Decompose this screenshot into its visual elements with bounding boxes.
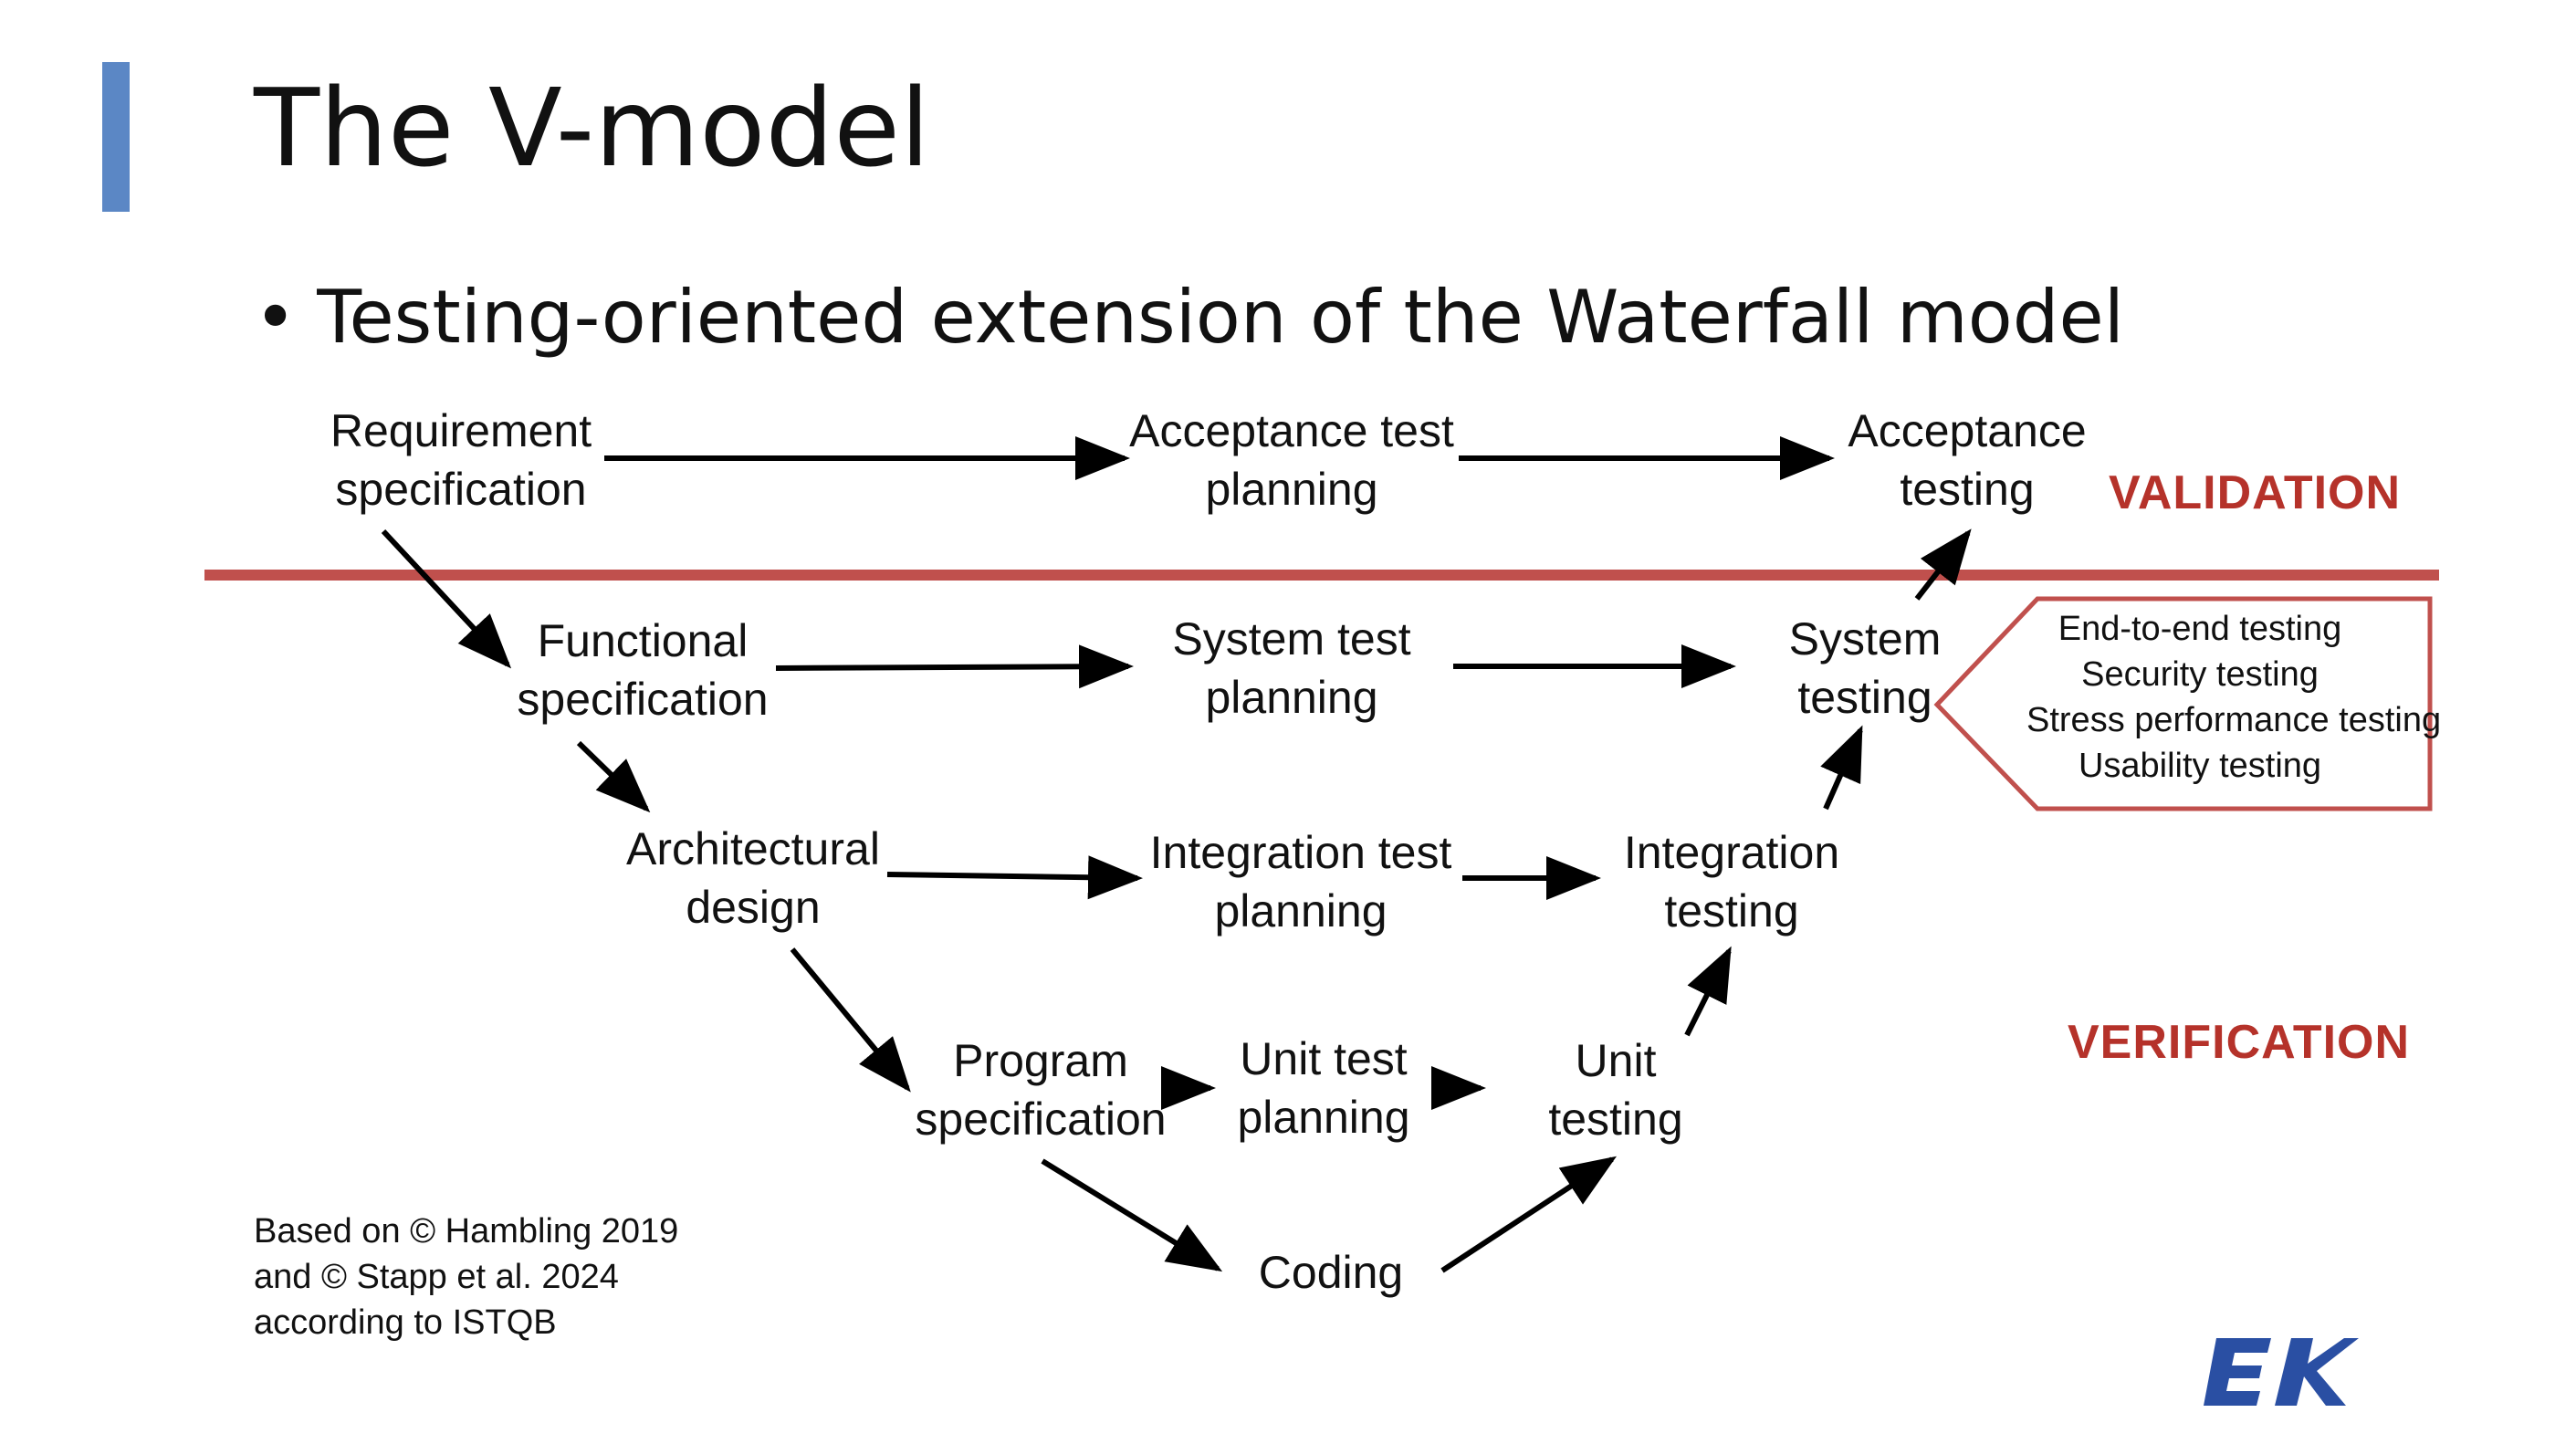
slide-title: The V-model — [254, 65, 930, 191]
arrow-architectural-to-integration-planning — [886, 855, 1143, 900]
node-system-test-planning: System test planning — [1172, 610, 1410, 727]
arrow-coding-to-unit-testing — [1440, 1156, 1618, 1273]
node-line: planning — [1205, 464, 1378, 515]
arrow-functional-to-system-planning — [775, 644, 1134, 689]
node-unit-testing: Unit testing — [1548, 1031, 1682, 1148]
node-line: Unit — [1575, 1035, 1657, 1086]
node-line: Functional — [537, 615, 749, 666]
node-line: Acceptance — [1848, 405, 2087, 456]
node-line: planning — [1237, 1092, 1410, 1143]
node-line: specification — [335, 464, 587, 515]
node-integration-testing: Integration testing — [1624, 823, 1839, 940]
bullet-marker: • — [254, 275, 298, 360]
node-line: Program — [953, 1035, 1128, 1086]
node-requirement-specification: Requirement specification — [330, 402, 592, 518]
node-line: Integration test — [1149, 827, 1452, 878]
title-accent-bar — [102, 62, 130, 212]
node-line: testing — [1664, 885, 1799, 937]
source-line: Based on © Hambling 2019 — [254, 1212, 679, 1250]
ek-logo — [2204, 1338, 2359, 1406]
system-testing-callout-box — [1933, 596, 2433, 811]
testing-type-item: End-to-end testing — [2058, 610, 2342, 648]
node-acceptance-testing: Acceptance testing — [1848, 402, 2086, 518]
arrow-unit-testing-to-integration-testing — [1684, 946, 1732, 1037]
node-line: planning — [1214, 885, 1387, 937]
node-line: Unit test — [1240, 1033, 1408, 1084]
testing-type-item: Usability testing — [2078, 747, 2322, 785]
node-line: Requirement — [330, 405, 592, 456]
testing-type-item: Security testing — [2081, 655, 2319, 694]
node-acceptance-test-planning: Acceptance test planning — [1129, 402, 1454, 518]
node-line: design — [686, 882, 821, 933]
arrow-integration-testing-to-system-testing — [1820, 725, 1863, 811]
node-functional-specification: Functional specification — [517, 612, 768, 728]
node-unit-test-planning: Unit test planning — [1237, 1030, 1409, 1146]
arrow-requirement-to-functional — [381, 528, 512, 669]
arrow-functional-to-architectural — [576, 740, 651, 813]
testing-type-item: Stress performance testing — [2026, 701, 2442, 739]
node-line: specification — [915, 1093, 1167, 1145]
node-integration-test-planning: Integration test planning — [1150, 823, 1452, 940]
verification-label: VERIFICATION — [2068, 1016, 2411, 1069]
source-line: according to ISTQB — [254, 1303, 557, 1342]
source-line: and © Stapp et al. 2024 — [254, 1258, 619, 1296]
node-line: testing — [1900, 464, 2035, 515]
node-line: System test — [1172, 613, 1411, 664]
bullet-text: Testing-oriented extension of the Waterf… — [317, 275, 2124, 360]
system-testing-types-list: End-to-end testing Security testing Stre… — [2026, 606, 2442, 789]
node-line: System — [1788, 613, 1942, 664]
node-program-specification: Program specification — [915, 1031, 1166, 1148]
node-line: testing — [1797, 672, 1932, 723]
bullet-point: •Testing-oriented extension of the Water… — [254, 272, 2124, 363]
arrow-system-testing-to-acceptance-testing — [1914, 528, 1972, 601]
node-system-testing: System testing — [1789, 610, 1942, 727]
source-note: Based on © Hambling 2019 and © Stapp et … — [254, 1209, 678, 1345]
node-line: testing — [1548, 1093, 1683, 1145]
node-architectural-design: Architectural design — [626, 820, 880, 937]
node-line: Integration — [1623, 827, 1840, 878]
arrow-architectural-to-program — [790, 947, 911, 1093]
node-coding: Coding — [1259, 1243, 1403, 1302]
node-line: Coding — [1258, 1247, 1404, 1298]
node-line: planning — [1205, 672, 1378, 723]
arrow-program-to-coding — [1041, 1158, 1223, 1272]
node-line: specification — [517, 674, 769, 725]
node-line: Architectural — [626, 823, 880, 874]
node-line: Acceptance test — [1129, 405, 1454, 456]
validation-label: VALIDATION — [2109, 466, 2402, 519]
